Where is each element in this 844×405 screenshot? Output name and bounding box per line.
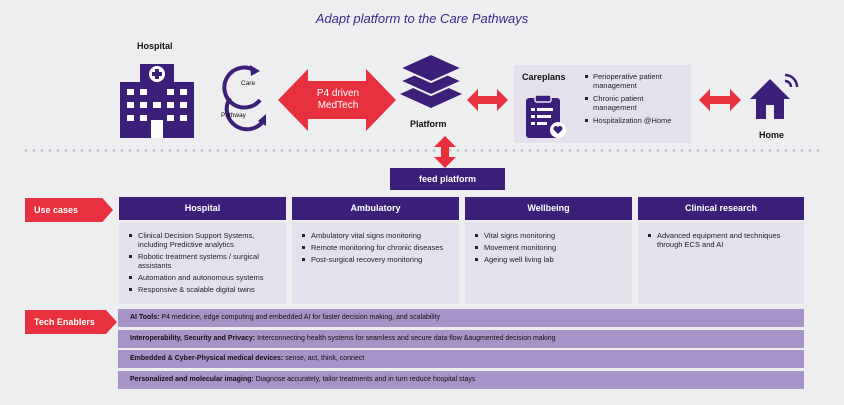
- platform-feed-arrow: [434, 136, 456, 168]
- platform-layers-icon: [398, 52, 464, 108]
- column-item: Ambulatory vital signs monitoring: [302, 231, 453, 240]
- feed-platform-box: feed platform: [390, 168, 505, 190]
- tech-enabler-text: Diagnose accurately, tailor treatments a…: [253, 376, 476, 383]
- hospital-label: Hospital: [137, 41, 173, 51]
- p4-line2: MedTech: [317, 100, 359, 111]
- careplans-item: Hospitalization @Home: [584, 116, 688, 125]
- column-item: Vital signs monitoring: [475, 231, 626, 240]
- home-icon: [750, 73, 799, 119]
- careplans-item: Perioperative patient management: [584, 72, 688, 90]
- column-item: Automation and autonomous systems: [129, 273, 280, 282]
- tech-enabler-row: Interoperability, Security and Privacy: …: [118, 330, 804, 348]
- column-item: Clinical Decision Support Systems, inclu…: [129, 231, 280, 249]
- platform-label: Platform: [410, 119, 447, 129]
- pathway-label: Pathway: [221, 112, 246, 119]
- tech-enabler-title: Interoperability, Security and Privacy:: [130, 335, 256, 342]
- column-item: Responsive & scalable digital twins: [129, 285, 280, 294]
- column-item: Robotic treatment systems / surgical ass…: [129, 252, 280, 270]
- careplans-list: Perioperative patient management Chronic…: [584, 72, 688, 129]
- tech-enabler-row: Personalized and molecular imaging: Diag…: [118, 371, 804, 389]
- home-label: Home: [759, 130, 785, 140]
- tech-enabler-text: Interconnecting health systems for seaml…: [255, 335, 556, 342]
- tech-enabler-text: sense, act, think, connect: [283, 355, 365, 362]
- column-body-hospital: Clinical Decision Support Systems, inclu…: [119, 222, 286, 304]
- tech-enabler-title: Embedded & Cyber-Physical medical device…: [130, 355, 284, 362]
- hospital-icon: [120, 64, 194, 138]
- p4-double-arrow: [278, 69, 396, 131]
- tech-enablers-tag: Tech Enablers: [25, 310, 117, 334]
- column-item: Advanced equipment and techniques throug…: [648, 231, 798, 249]
- cycle-icon: [222, 65, 266, 132]
- column-item: Movement monitoring: [475, 243, 626, 252]
- column-head-clinical-research: Clinical research: [638, 197, 804, 220]
- column-body-wellbeing: Vital signs monitoring Movement monitori…: [465, 222, 632, 304]
- column-head-wellbeing: Wellbeing: [465, 197, 632, 220]
- careplans-home-arrow: [699, 89, 741, 111]
- column-item: Remote monitoring for chronic diseases: [302, 243, 453, 252]
- careplans-title: Careplans: [522, 72, 566, 82]
- tech-enabler-title: Personalized and molecular imaging:: [130, 376, 254, 383]
- use-cases-tag: Use cases: [25, 198, 113, 222]
- diagram-title: Adapt platform to the Care Pathways: [315, 11, 529, 26]
- care-label: Care: [241, 80, 256, 87]
- column-head-ambulatory: Ambulatory: [292, 197, 459, 220]
- p4-line1: P4 driven: [316, 88, 360, 99]
- tech-enabler-title: AI Tools:: [130, 314, 160, 321]
- clipboard-icon: [526, 94, 566, 138]
- p4-arrow-text: P4 driven MedTech: [306, 88, 370, 112]
- column-body-ambulatory: Ambulatory vital signs monitoring Remote…: [292, 222, 459, 304]
- column-body-clinical-research: Advanced equipment and techniques throug…: [638, 222, 804, 304]
- dotted-divider: [22, 149, 822, 152]
- column-item: Ageing well living lab: [475, 255, 626, 264]
- tech-enabler-row: AI Tools: P4 medicine, edge computing an…: [118, 309, 804, 327]
- tech-enabler-text: P4 medicine, edge computing and embedded…: [159, 314, 440, 321]
- platform-careplans-arrow: [467, 89, 508, 111]
- careplans-item: Chronic patient management: [584, 94, 688, 112]
- tech-enabler-row: Embedded & Cyber-Physical medical device…: [118, 350, 804, 368]
- column-head-hospital: Hospital: [119, 197, 286, 220]
- column-item: Post-surgical recovery monitoring: [302, 255, 453, 264]
